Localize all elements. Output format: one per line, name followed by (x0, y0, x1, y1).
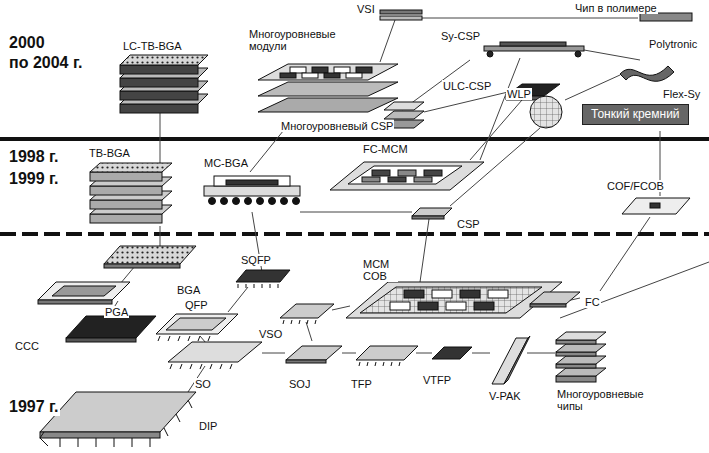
package-label: Многоуровневые чипы (556, 388, 648, 412)
year-label: 1997 г. (8, 398, 60, 416)
wafer-globe (530, 96, 562, 128)
chip-in-polymer (640, 13, 692, 21)
sqfp-chip (236, 270, 290, 288)
year-label: 1999 г. (8, 170, 60, 188)
year-label: 1998 г. (8, 148, 60, 166)
package-label: SOJ (288, 378, 311, 390)
year-label: 2000 (8, 34, 46, 52)
era-divider (0, 137, 709, 141)
evolution-line (110, 18, 709, 392)
ccc-package (66, 316, 156, 342)
package-label: FC (584, 296, 601, 308)
year-label: по 2004 г. (8, 54, 83, 72)
package-label: MC-BGA (203, 157, 249, 169)
vso-chip (280, 304, 334, 324)
soj-chip (286, 346, 342, 363)
package-label: V-PAK (488, 390, 522, 402)
mc-bga-package (204, 176, 300, 205)
package-label: QFP (184, 299, 209, 311)
package-label: WLP (506, 88, 532, 100)
package-label: FC-MCM (362, 143, 409, 155)
package-label: SO (194, 378, 212, 390)
package-label: Sy-CSP (440, 30, 481, 42)
package-label: DIP (198, 420, 218, 432)
pga-package (38, 282, 130, 304)
package-label: VSI (356, 3, 376, 15)
vtfp-chip (432, 347, 472, 359)
multilevel-module (258, 64, 398, 112)
package-label: TFP (350, 378, 373, 390)
bga-package (104, 246, 196, 268)
package-label: CSP (456, 218, 481, 230)
so-chip (168, 342, 262, 369)
fc-mcm-module (330, 162, 484, 190)
tb-bga-stack (90, 163, 172, 223)
package-label: Многоуровневый CSP (280, 120, 394, 132)
mcm-cob-board (346, 282, 562, 318)
package-label: VSO (258, 328, 283, 340)
v-pak-package (492, 336, 530, 384)
package-label: SQFP (240, 254, 272, 266)
package-label: Polytronic (648, 38, 698, 50)
vsi-package (380, 10, 422, 20)
package-label: COF/FCOB (606, 180, 665, 192)
cof-board (622, 198, 690, 214)
qfp-chip (156, 314, 238, 341)
package-label: LC-TB-BGA (122, 40, 183, 52)
era-divider (0, 232, 709, 236)
package-label: VTFP (422, 374, 452, 386)
csp-chip (412, 208, 452, 219)
chip-stack (556, 332, 606, 382)
fc-chip (530, 292, 580, 307)
flexible-substrate (620, 66, 674, 81)
dip-package (40, 392, 196, 447)
box-text: Тонкий кремний (591, 107, 680, 121)
package-label: MCM COB (362, 258, 398, 282)
package-label: PGA (104, 306, 129, 318)
package-label: Flex-Sy (662, 88, 701, 100)
package-label: Многоуровневые модули (248, 28, 340, 52)
package-label: Чип в полимере (574, 2, 658, 14)
package-label: CCC (14, 340, 40, 352)
sy-csp-package (484, 42, 584, 57)
tfp-chip (356, 346, 418, 366)
package-label: BGA (176, 284, 201, 296)
package-label: TB-BGA (88, 147, 131, 159)
package-label: ULC-CSP (442, 80, 492, 92)
text-box: Тонкий кремний (582, 104, 689, 125)
lc-tb-bga-stack (120, 55, 208, 113)
